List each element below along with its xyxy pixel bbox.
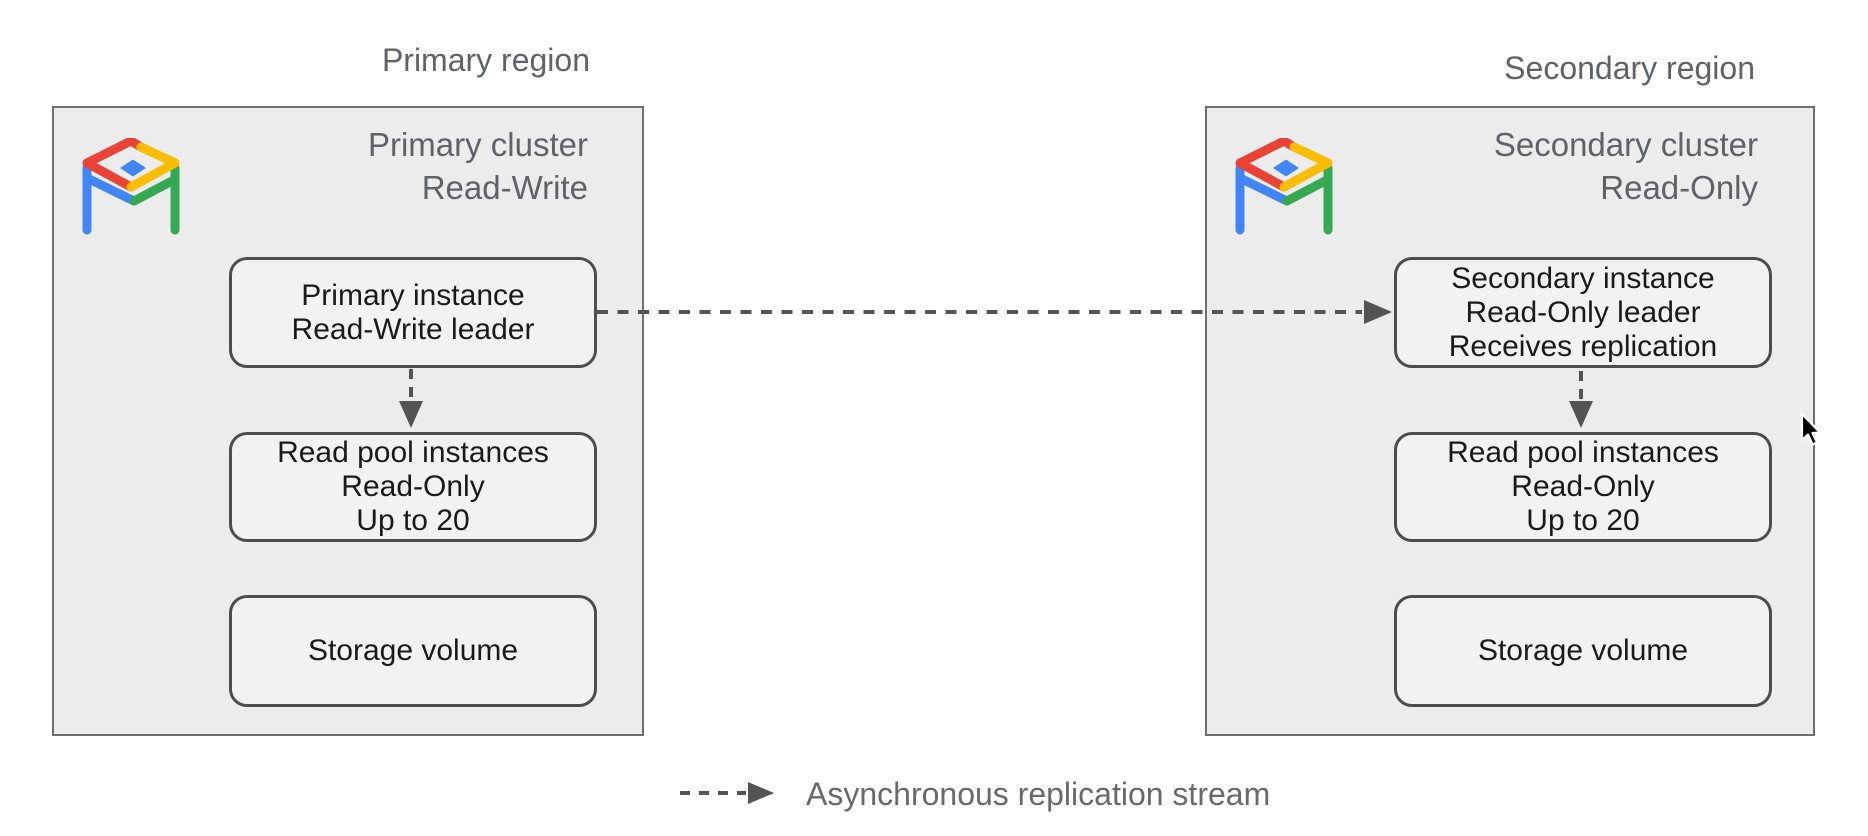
primary-storage-node: Storage volume — [229, 595, 597, 707]
primary-instance-line1: Primary instance — [301, 278, 525, 312]
secondary-instance-line2: Read-Only leader — [1465, 295, 1701, 329]
secondary-instance-node: Secondary instance Read-Only leader Rece… — [1394, 257, 1772, 368]
secondary-read-pool-line3: Up to 20 — [1526, 504, 1640, 537]
primary-read-pool-line2: Read-Only — [341, 470, 485, 503]
primary-cluster-title-line2: Read-Write — [421, 169, 588, 206]
legend-label: Asynchronous replication stream — [806, 776, 1271, 812]
mouse-cursor-icon — [1800, 412, 1822, 446]
primary-storage-line1: Storage volume — [307, 634, 519, 667]
logo-yellow-diamond-half — [1279, 142, 1333, 192]
secondary-cluster-title: Secondary cluster Read-Only — [1494, 123, 1758, 209]
primary-instance-node: Primary instance Read-Write leader — [229, 257, 597, 368]
logo-blue-center-diamond — [1273, 159, 1299, 177]
secondary-instance-line1: Secondary instance — [1451, 261, 1715, 295]
logo-green-diagonal — [1282, 176, 1330, 206]
logo-red-diamond-half — [1235, 138, 1299, 192]
primary-cluster-title: Primary cluster Read-Write — [368, 123, 588, 209]
logo-red-diamond-half — [82, 138, 146, 192]
secondary-region-label: Secondary region — [1504, 50, 1755, 86]
primary-cluster-title-line1: Primary cluster — [367, 126, 588, 163]
logo-blue-diagonal — [82, 173, 139, 206]
logo-green-diagonal — [129, 176, 177, 206]
secondary-cluster-box: Secondary cluster Read-Only Secondary in… — [1205, 106, 1815, 736]
primary-read-pool-node: Read pool instances Read-Only Up to 20 — [229, 432, 597, 542]
secondary-cluster-title-line1: Secondary cluster — [1493, 126, 1758, 163]
secondary-read-pool-node: Read pool instances Read-Only Up to 20 — [1394, 432, 1772, 542]
legend-arrow-head-icon — [748, 782, 774, 804]
primary-region-label: Primary region — [381, 42, 590, 78]
mouse-cursor-shape — [1800, 412, 1822, 446]
secondary-instance-line3: Receives replication — [1448, 329, 1718, 363]
logo-blue-center-diamond — [120, 159, 146, 177]
secondary-read-pool-line1: Read pool instances — [1447, 436, 1719, 469]
primary-read-pool-line1: Read pool instances — [277, 436, 549, 469]
alloydb-table-icon — [82, 138, 180, 235]
secondary-read-pool-line2: Read-Only — [1511, 470, 1655, 503]
secondary-storage-node: Storage volume — [1394, 595, 1772, 707]
secondary-storage-line1: Storage volume — [1477, 634, 1689, 667]
primary-cluster-box: Primary cluster Read-Write Primary insta… — [52, 106, 644, 736]
primary-instance-line2: Read-Write leader — [291, 312, 535, 346]
alloydb-table-icon — [1235, 138, 1333, 235]
logo-blue-diagonal — [1235, 173, 1292, 206]
primary-read-pool-line3: Up to 20 — [356, 504, 470, 537]
secondary-cluster-title-line2: Read-Only — [1600, 169, 1758, 206]
logo-yellow-diamond-half — [126, 142, 180, 192]
